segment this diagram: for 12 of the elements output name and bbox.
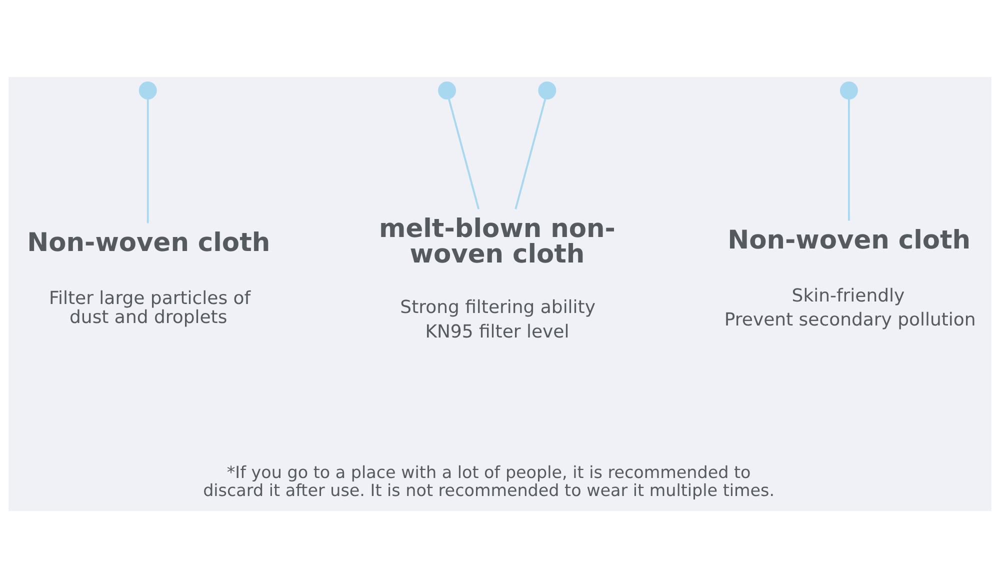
- label: *If you go to a place with a lot of people, it is recommended to discard it after use. It is not recommended to wear it multiple times.: [203, 462, 775, 500]
- connector: [514, 98, 546, 209]
- node-circle: [438, 81, 456, 99]
- connector: [848, 98, 850, 220]
- node-circle: [538, 81, 556, 99]
- node-text: Non-woven cloth Skin-friendly Prevent secondary pollution: [724, 224, 976, 330]
- node-circle: [840, 81, 858, 99]
- node-text: melt-blown non-woven cloth Strong filtering ability KN95 filter level: [378, 213, 616, 342]
- node-text: Non-woven cloth Filter large particles of dust and droplets: [27, 227, 270, 328]
- connector: [448, 98, 480, 209]
- node-circle: [138, 81, 157, 99]
- connector: [146, 98, 149, 223]
